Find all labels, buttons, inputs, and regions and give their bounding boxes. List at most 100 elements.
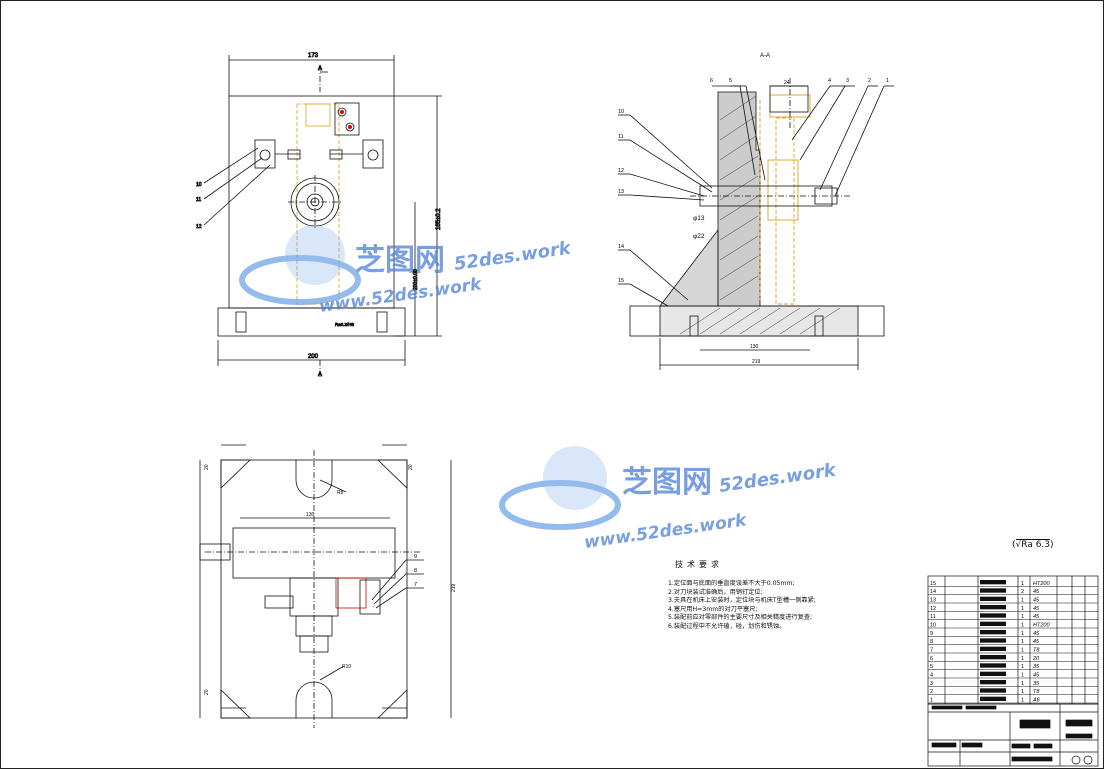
sec-callout-4: 4 (828, 78, 831, 84)
sec-dim-24: 24 (784, 80, 790, 86)
front-callout-11: 11 (196, 197, 201, 203)
bom-name-block (980, 663, 1006, 668)
svg-text:200±0.08: 200±0.08 (413, 269, 419, 290)
tech-req-title: 技术要求 (675, 560, 723, 569)
bom-name-block (980, 596, 1006, 601)
bom-mat: 35 (1033, 664, 1040, 670)
title-block (927, 703, 1099, 767)
sec-callout-12: 12 (618, 168, 624, 174)
bom-no: 5 (930, 664, 933, 670)
bom-qty: 1 (1021, 581, 1024, 587)
dim-width-bottom: 200 (308, 354, 319, 360)
sec-callout-5: 5 (729, 78, 732, 84)
bom-qty: 1 (1021, 606, 1024, 612)
bot-dim-20a: 20 (204, 464, 210, 470)
bom-name-block (980, 580, 1006, 585)
bom-no: 2 (930, 689, 933, 695)
bom-qty: 1 (1021, 598, 1024, 604)
bom-no: 15 (930, 581, 936, 587)
bom-name-block (980, 671, 1006, 676)
bom-mat: 45 (1033, 639, 1040, 645)
tech-req-item: 1.定位面与底面的垂直度误差不大于0.05mm; (668, 580, 795, 587)
bot-callout-8: 8 (414, 568, 417, 574)
bom-mat: 45 (1033, 589, 1040, 595)
cut-mark-top: A (318, 66, 322, 72)
sec-dim-130: 130 (750, 344, 759, 350)
bot-dim-20b: 20 (408, 464, 414, 470)
bot-dim-130: 130 (306, 512, 315, 518)
tech-req-item: 4.塞尺用H=3mm的对刀平塞尺; (668, 605, 758, 613)
bom-qty: 1 (1021, 631, 1024, 637)
bom-qty: 1 (1021, 673, 1024, 679)
bom-qty: 1 (1021, 698, 1024, 704)
bom-qty: 1 (1021, 681, 1024, 687)
watermark-brand-1: 芝图网 (355, 243, 445, 278)
bom-qty: 2 (1021, 589, 1024, 595)
cut-mark-bottom: A (318, 372, 322, 378)
bom-no: 1 (930, 698, 933, 704)
bom-name-block (980, 613, 1006, 618)
section-title: A-A (760, 53, 770, 59)
bom-qty: 1 (1021, 664, 1024, 670)
bot-dim-r10: R10 (342, 664, 351, 670)
bom-mat: 45 (1033, 598, 1040, 604)
bom-no: 4 (930, 673, 933, 679)
bom-mat: 45 (1033, 673, 1040, 679)
bot-dim-r8: R8 (337, 490, 344, 496)
tech-req-item: 6.装配过程中不允许磕，碰，划伤和锈蚀。 (668, 622, 786, 630)
bom-name-block (980, 621, 1006, 626)
bom-no: 11 (930, 614, 936, 620)
bom-mat: A6 (1032, 698, 1041, 704)
dim-height-right: 165±0.2 (436, 208, 442, 230)
bom-no: 10 (930, 623, 936, 629)
bom-no: 7 (930, 648, 933, 654)
svg-text:Ra6.3/H6: Ra6.3/H6 (335, 322, 355, 327)
bom-name-block (980, 630, 1006, 635)
bom-mat: T8 (1033, 689, 1040, 695)
surface-roughness: (√Ra 6.3) (1012, 539, 1054, 550)
sec-callout-14: 14 (618, 244, 624, 250)
sec-callout-6: 6 (710, 78, 713, 84)
bom-name-block (980, 588, 1006, 593)
bot-dim-20c: 20 (204, 689, 210, 695)
section-view: A-A (618, 53, 894, 370)
bom-qty: 1 (1021, 639, 1024, 645)
dim-width-top: 173 (308, 53, 319, 59)
tech-req-list: 1.定位面与底面的垂直度误差不大于0.05mm; 2.对刀块装试准确后，用销钉定… (668, 580, 918, 632)
tech-req-item: 5.装配前应对零部件的主要尺寸及相关精度进行复查; (668, 614, 813, 622)
bom-mat: 20 (1032, 656, 1040, 662)
bom-no: 3 (930, 681, 933, 687)
bot-callout-7: 7 (414, 582, 417, 588)
bom-qty: 1 (1021, 614, 1024, 620)
front-callout-12: 12 (196, 224, 202, 230)
bot-dim-219: 219 (451, 583, 457, 592)
bom-name-block (980, 646, 1006, 651)
bom-name-block (980, 680, 1006, 685)
bot-callout-9: 9 (414, 554, 417, 560)
sec-dim-219: 219 (752, 359, 761, 365)
sec-callout-15: 15 (618, 278, 624, 284)
sec-dim-phi22: φ22 (693, 233, 705, 240)
bom-mat: 45 (1033, 631, 1040, 637)
sec-callout-1: 1 (886, 78, 889, 84)
front-callout-10: 10 (196, 182, 202, 188)
bom-mat: HT200 (1033, 581, 1050, 587)
bom-name-block (980, 655, 1006, 660)
sec-callout-2: 2 (868, 78, 871, 84)
bom-no: 13 (930, 598, 936, 604)
bom-qty: 1 (1021, 623, 1024, 629)
bom-qty: 1 (1021, 656, 1024, 662)
sec-callout-11: 11 (618, 134, 624, 140)
bom-no: 8 (930, 639, 933, 645)
bom-name-block (980, 638, 1006, 643)
bom-mat: T8 (1033, 648, 1040, 654)
bom-name-block (980, 605, 1006, 610)
bom-name-block (980, 696, 1006, 701)
sec-callout-13: 13 (618, 189, 624, 195)
bom-mat: 35 (1033, 681, 1040, 687)
bom-no: 14 (930, 589, 936, 595)
bom-no: 9 (930, 631, 933, 637)
tech-req-item: 3.夫具在机床上安装时，定位块与机床T型槽一侧靠紧; (668, 597, 816, 605)
